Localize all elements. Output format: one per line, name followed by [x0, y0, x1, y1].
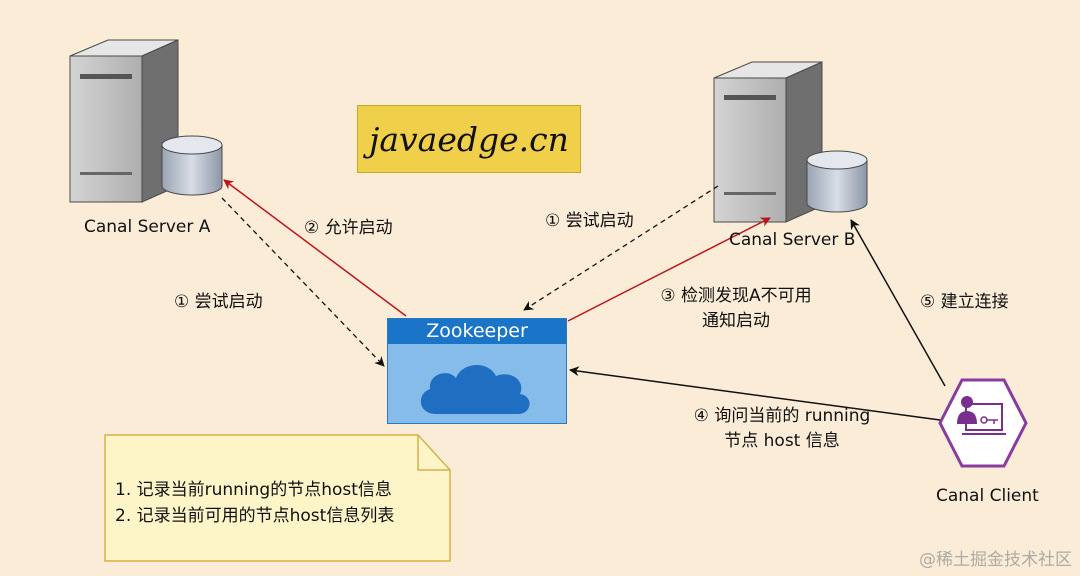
- canal-client-label: Canal Client: [936, 486, 1039, 506]
- zookeeper-node: Zookeeper: [387, 318, 567, 424]
- brand-text: javaedge.cn: [369, 119, 569, 159]
- edge-label-connect: ⑤ 建立连接: [920, 292, 1009, 312]
- zookeeper-title: Zookeeper: [388, 319, 566, 344]
- edge-label-notify: ③ 检测发现A不可用 通知启动: [636, 286, 836, 333]
- server-b-icon: [713, 61, 868, 223]
- cloud-icon: [420, 364, 530, 414]
- edge-label-allow-start: ② 允许启动: [304, 218, 393, 238]
- arrow-zk-notify-b: [567, 217, 771, 322]
- edge-label-notify-line2: 通知启动: [702, 311, 770, 332]
- canal-client-icon: [938, 378, 1028, 468]
- arrow-b-try-start: [523, 185, 719, 311]
- note-line-2: 2. 记录当前可用的节点host信息列表: [115, 506, 395, 526]
- edge-label-b-try-start: ① 尝试启动: [545, 211, 634, 231]
- brand-box: javaedge.cn: [357, 105, 581, 173]
- note-text: 1. 记录当前running的节点host信息 2. 记录当前可用的节点host…: [115, 477, 394, 529]
- arrow-client-connect: [850, 219, 946, 387]
- edge-label-ask-line2: 节点 host 信息: [724, 431, 840, 452]
- arrow-a-try-start: [221, 197, 385, 367]
- arrow-zk-allow-start: [223, 179, 407, 317]
- arrow-client-ask: [569, 366, 941, 421]
- note-shape: [104, 434, 451, 562]
- server-b-label: Canal Server B: [729, 230, 856, 250]
- note-line-1: 1. 记录当前running的节点host信息: [115, 480, 392, 500]
- server-a-label: Canal Server A: [84, 217, 211, 237]
- server-a-icon: [69, 39, 223, 203]
- edge-label-notify-line1: ③ 检测发现A不可用: [660, 286, 812, 306]
- edge-label-ask: ④ 询问当前的 running 节点 host 信息: [672, 406, 892, 453]
- watermark: @稀土掘金技术社区: [919, 550, 1072, 570]
- edge-label-a-try-start: ① 尝试启动: [174, 292, 263, 312]
- edge-label-ask-line1: ④ 询问当前的 running: [693, 406, 871, 426]
